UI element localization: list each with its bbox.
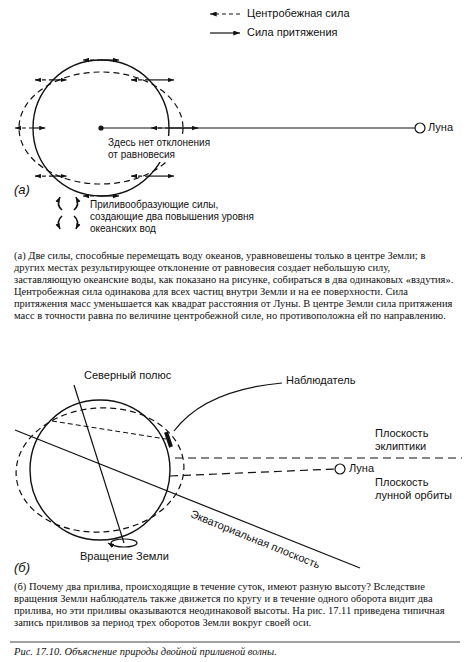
rotation-arrow [108,543,113,546]
moon [335,464,345,474]
pole-label: Северный полюс [84,369,184,382]
panel-letter: (б) [14,560,44,576]
centrifugal-arrow [15,127,33,128]
equatorial-plane [15,430,360,568]
attraction-arrow [169,127,198,128]
tidal-bulge [12,402,188,537]
ecliptic-plane [175,457,462,458]
centrifugal-sample [210,13,240,14]
figure-caption: Рис. 17.10. Объяснение природы двойной п… [14,646,456,659]
attraction-arrow [149,79,174,80]
observer-mark [166,432,171,447]
panel-letter: (а) [14,182,44,198]
centrifugal-arrow [35,175,53,176]
panel-caption: (а) Две силы, способные перемещать воду … [14,250,456,322]
rotation-ellipse [111,539,137,547]
centrifugal-arrow [83,195,101,196]
centrifugal-arrow [83,59,101,60]
earth [30,400,170,540]
plane-label: Экваториальная плоскость [188,508,321,572]
moon-label: Луна [349,462,383,475]
annotation: Здесь нет отклонения от равновесия [106,136,222,162]
tidal-bulge [19,72,183,184]
attraction-arrow [53,175,67,176]
observer-leader [174,383,282,431]
attraction-arrow [33,127,45,128]
tidal-force-symbol [58,197,77,229]
earth-moon-line [101,127,415,128]
plane-label: Плоскость эклиптики [375,427,455,453]
legend-text: Приливообразующие силы, создающие два по… [90,199,260,235]
centrifugal-arrow [151,127,169,128]
centrifugal-arrow [131,79,149,80]
moon [415,123,425,133]
attraction-arrow [53,79,67,80]
observer-label: Наблюдатель [286,374,386,387]
centrifugal-arrow [131,175,149,176]
earth-center [99,126,103,130]
centrifugal-arrow [35,79,53,80]
attraction-sample [210,32,240,33]
rotation-label: Вращение Земли [80,550,180,563]
plane-label: Плоскость лунной орбиты [375,476,465,502]
separator [10,642,460,643]
lunar-orbit-plane [170,469,335,476]
attraction-arrow [101,59,119,60]
panel-caption: (б) Почему два прилива, происходящие в т… [14,581,456,629]
attraction-arrow [101,195,119,196]
force-arrows [15,60,198,196]
moon-label: Луна [428,121,466,134]
attraction-arrow [149,175,174,176]
observer-latitude [52,421,166,439]
legend-text: Сила притяжения [247,26,447,39]
legend-text: Центробежная сила [247,7,447,20]
